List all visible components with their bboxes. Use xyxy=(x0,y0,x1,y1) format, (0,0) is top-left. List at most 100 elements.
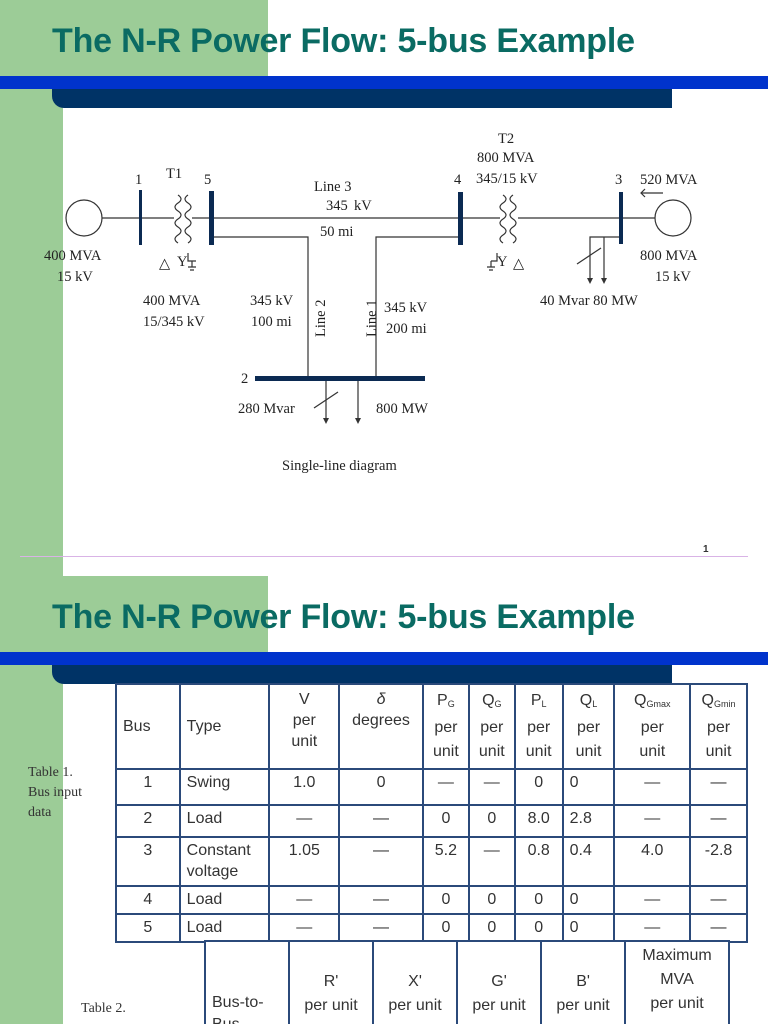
line1-length: 200 mi xyxy=(386,321,427,337)
header-subscript: G xyxy=(447,699,455,709)
header-text: per xyxy=(480,719,504,736)
bus-3-label: 3 xyxy=(615,172,622,188)
table-cell: 0 xyxy=(421,804,470,838)
navy-bar-1 xyxy=(52,89,672,108)
table-header-row: Bus-to-Bus R'per unit X'per unit G'per u… xyxy=(204,940,730,1024)
bus-4 xyxy=(458,192,463,245)
header-subscript: Gmax xyxy=(646,699,671,709)
table-cell: 0 xyxy=(561,885,616,915)
bus3-gen-mva: 800 MVA xyxy=(640,248,698,264)
table-cell: Swing xyxy=(178,768,271,806)
table1-label-line: data xyxy=(28,805,52,820)
header-text: unit xyxy=(432,743,459,760)
header-text: degrees xyxy=(352,712,410,729)
table-cell: 0.8 xyxy=(513,836,564,887)
header-text: per xyxy=(706,719,731,736)
table-cell: — xyxy=(613,885,692,915)
header-symbol: Q xyxy=(634,692,647,709)
line3-label: Line 3 xyxy=(314,179,351,195)
header-text: unit xyxy=(705,743,732,760)
header-bus-to-bus: Bus-to-Bus xyxy=(204,940,290,1024)
table-cell: 5 xyxy=(115,913,181,943)
bus2-q-load: 280 Mvar xyxy=(238,401,295,417)
transformer-t2-icon xyxy=(499,194,517,244)
header-b: B' per unit xyxy=(540,940,627,1024)
bus-5-label: 5 xyxy=(204,172,211,188)
table-cell: 0 xyxy=(421,913,470,943)
table-cell: 0 xyxy=(513,913,564,943)
header-x: X' per unit xyxy=(372,940,459,1024)
table-cell: — xyxy=(338,836,424,887)
branch-input-table: Bus-to-Bus R'per unit X'per unit G'per u… xyxy=(204,940,730,1024)
header-subscript: L xyxy=(541,699,547,709)
table-cell: 1 xyxy=(115,768,181,806)
table-cell: — xyxy=(689,804,748,838)
line2-kv: 345 kV xyxy=(250,293,294,309)
t2-delta-symbol: △ xyxy=(513,256,525,272)
table-cell: — xyxy=(268,885,341,915)
table-cell: 0 xyxy=(513,885,564,915)
blue-band-2 xyxy=(0,652,768,665)
table-cell: 5.2 xyxy=(421,836,470,887)
bus2-p-load: 800 MW xyxy=(376,401,428,417)
table-cell: Load xyxy=(178,804,271,838)
table-cell: 8.0 xyxy=(513,804,564,838)
table-cell: — xyxy=(268,804,341,838)
slide1-title: The N-R Power Flow: 5-bus Example xyxy=(52,22,635,60)
header-text: Bus-to-Bus xyxy=(212,994,264,1024)
bus-3 xyxy=(619,192,623,244)
table-cell: 2 xyxy=(115,804,181,838)
table-cell: 0 xyxy=(421,885,470,915)
bus-2 xyxy=(255,376,425,381)
table-cell: Load xyxy=(178,913,271,943)
table-cell: Load xyxy=(178,885,271,915)
table1-label-line: Table 1. xyxy=(28,765,73,780)
bus-1 xyxy=(139,190,142,245)
table2-label: Table 2. xyxy=(81,1001,126,1016)
table-cell: 3 xyxy=(115,836,181,887)
gen3-rating: 520 MVA xyxy=(640,172,698,188)
header-text: per xyxy=(640,719,664,736)
table-cell: 4.0 xyxy=(613,836,692,887)
t2-voltage: 345/15 kV xyxy=(476,171,538,187)
table-cell: 0 xyxy=(467,913,516,943)
header-type: Type xyxy=(178,683,271,770)
slide2-title: The N-R Power Flow: 5-bus Example xyxy=(52,598,635,636)
table-cell: — xyxy=(689,885,748,915)
transformer-t1-icon xyxy=(174,194,192,244)
line3-kv-unit: kV xyxy=(354,198,372,214)
line3-length: 50 mi xyxy=(320,224,353,240)
line1-kv: 345 kV xyxy=(384,300,428,316)
header-text: X' xyxy=(408,973,422,990)
t1-mva: 400 MVA xyxy=(143,293,201,309)
header-text: B' xyxy=(576,973,590,990)
table-cell: — xyxy=(613,804,692,838)
t1-kv: 15/345 kV xyxy=(143,314,205,330)
generator-1-icon xyxy=(65,199,103,237)
table-cell: 0 xyxy=(338,768,424,806)
header-text: unit xyxy=(525,743,552,760)
table-cell: 0 xyxy=(467,804,516,838)
header-g: G'per unit xyxy=(456,940,543,1024)
green-block-2 xyxy=(0,576,268,652)
header-text: per unit xyxy=(388,997,442,1014)
header-text: per unit xyxy=(472,997,526,1014)
t2-wye-symbol: Y xyxy=(497,254,508,270)
bus-4-label: 4 xyxy=(454,172,462,188)
table-cell: 0 xyxy=(561,768,616,806)
table-cell: 1.05 xyxy=(268,836,341,887)
table-cell: 0 xyxy=(561,913,616,943)
table-cell: — xyxy=(689,768,748,806)
header-symbol: V xyxy=(298,691,310,708)
header-symbol: P xyxy=(530,692,542,709)
header-text: per unit xyxy=(556,997,610,1014)
t2-rating: 800 MVA xyxy=(477,150,535,166)
table1-label: Table 1. Bus input data xyxy=(28,763,82,823)
